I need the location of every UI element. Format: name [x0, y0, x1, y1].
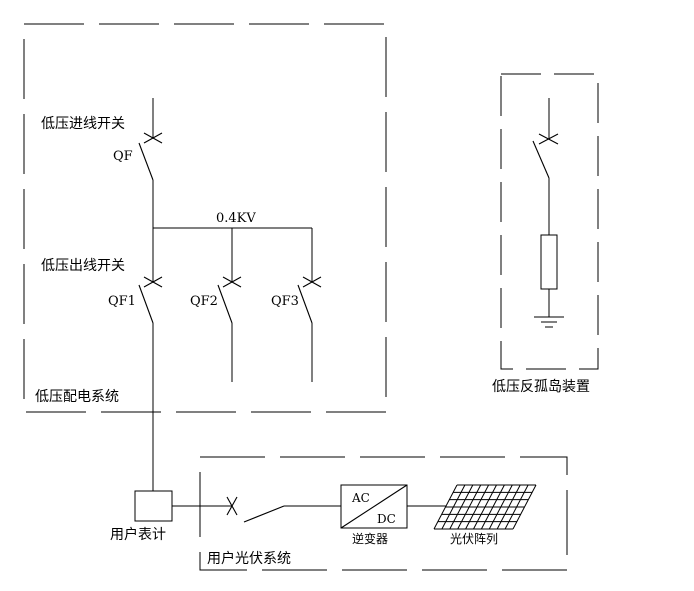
distribution-system-label: 低压配电系统 [35, 389, 119, 405]
panel-column-line [504, 484, 529, 530]
panel-column-line [480, 484, 505, 530]
outgoing-switch-qf3[interactable]: QF3 [271, 228, 322, 382]
anti-islanding-label: 低压反孤岛装置 [492, 379, 590, 395]
panel-column-line [457, 484, 482, 530]
incoming-switch-qf[interactable]: 低压进线开关 QF [41, 98, 163, 228]
panel-column-line [496, 484, 521, 530]
bus-voltage-label: 0.4KV [216, 211, 256, 226]
outgoing-switch-qf1[interactable]: QF1 [108, 228, 163, 491]
qf1-tag: QF1 [108, 294, 136, 309]
switch-blade [138, 142, 154, 181]
inverter[interactable]: AC DC 逆变器 [340, 484, 408, 546]
switch-blade [138, 284, 154, 324]
pv-array-label: 光伏阵列 [450, 532, 498, 546]
pv-system-border [199, 456, 568, 571]
breaker-x-icon [143, 276, 163, 288]
breaker-x-icon [143, 132, 163, 144]
inverter-ac-text: AC [351, 491, 370, 505]
qf3-tag: QF3 [271, 294, 299, 309]
switch-blade [217, 284, 233, 324]
user-meter[interactable]: 用户表计 [110, 490, 173, 543]
outgoing-switch-qf2[interactable]: QF2 [190, 228, 242, 382]
pv-system-label: 用户光伏系统 [207, 550, 291, 567]
resistor-icon [540, 234, 558, 290]
ground-icon [534, 316, 564, 328]
panel-column-line [512, 484, 537, 530]
qf2-tag: QF2 [190, 294, 218, 309]
meter-icon [134, 490, 173, 522]
distribution-system-border [23, 23, 387, 413]
panel-column-line [441, 484, 466, 530]
breaker-x-icon [302, 276, 322, 288]
panel-column-line [473, 484, 497, 530]
pv-array[interactable]: 光伏阵列 [433, 484, 537, 546]
switch-blade [243, 505, 285, 523]
meter-label: 用户表计 [110, 526, 166, 543]
incoming-switch-label: 低压进线开关 [41, 116, 125, 132]
outgoing-switch-label: 低压出线开关 [41, 258, 125, 274]
panel-column-line [449, 484, 474, 530]
breaker-x-icon [222, 276, 242, 288]
panel-column-line [488, 484, 513, 530]
inverter-dc-text: DC [377, 512, 396, 526]
switch-blade [297, 284, 313, 324]
anti-islanding-border [500, 73, 599, 370]
pv-system-box: 用户光伏系统 [199, 456, 568, 571]
lv-bus: 0.4KV [153, 211, 312, 229]
anti-islanding-device[interactable]: 低压反孤岛装置 [492, 73, 599, 395]
panel-column-line [465, 484, 490, 530]
incoming-switch-tag: QF [113, 149, 133, 164]
panel-column-line [433, 484, 458, 530]
inverter-label: 逆变器 [352, 531, 388, 546]
breaker-x-icon [538, 133, 559, 145]
distribution-system-box: 低压配电系统 [23, 23, 387, 413]
breaker-x-icon [226, 496, 238, 516]
solar-panel-icon [433, 484, 537, 530]
pv-grid-switch[interactable] [172, 496, 341, 523]
switch-blade [532, 140, 550, 179]
